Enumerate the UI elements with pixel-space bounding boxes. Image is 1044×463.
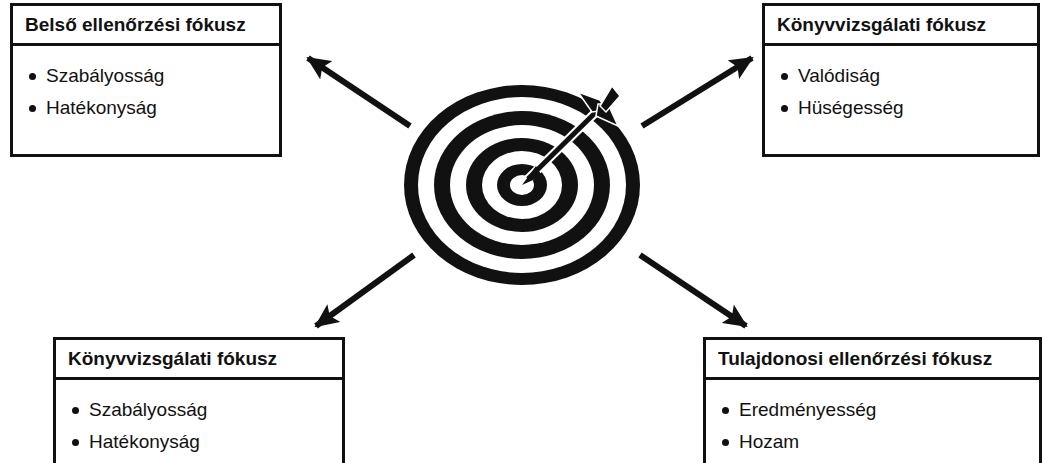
bullet-dot <box>72 439 79 446</box>
bullet-dot <box>29 73 36 80</box>
bullet-list: EredményességHozam <box>706 380 1039 463</box>
box-heading: Belső ellenőrzési fókusz <box>13 6 279 46</box>
bullet-dot <box>29 105 36 112</box>
bullet-item: Szabályosság <box>72 394 330 426</box>
focus-box: Belső ellenőrzési fókuszSzabályosságHaté… <box>10 3 282 157</box>
bullet-item: Hüségesség <box>781 92 1025 124</box>
bullet-list: SzabályosságHatékonyság <box>56 380 342 463</box>
bullet-dot <box>781 73 788 80</box>
bullet-item: Hatékonyság <box>72 426 330 458</box>
focus-box: Könyvvizsgálati fókuszSzabályosságHatéko… <box>53 337 345 463</box>
bullet-text: Eredményesség <box>739 394 876 426</box>
bullet-text: Szabályosság <box>46 60 164 92</box>
box-heading: Tulajdonosi ellenőrzési fókusz <box>706 340 1039 380</box>
bullet-item: Szabályosság <box>29 60 267 92</box>
bullet-text: Hatékonyság <box>89 426 200 458</box>
bullet-item: Eredményesség <box>722 394 1027 426</box>
bullet-text: Hatékonyság <box>46 92 157 124</box>
bullet-text: Szabályosság <box>89 394 207 426</box>
focus-box: Könyvvizsgálati fókuszValódiságHüségessé… <box>762 3 1040 157</box>
bullet-dot <box>722 407 729 414</box>
bullet-text: Hozam <box>739 426 799 458</box>
focus-box: Tulajdonosi ellenőrzési fókuszEredményes… <box>703 337 1042 463</box>
box-heading: Könyvvizsgálati fókusz <box>56 340 342 380</box>
bullet-text: Valódiság <box>798 60 880 92</box>
bullet-text: Hüségesség <box>798 92 904 124</box>
bullet-list: ValódiságHüségesség <box>765 46 1037 132</box>
box-heading: Könyvvizsgálati fókusz <box>765 6 1037 46</box>
bullet-dot <box>781 105 788 112</box>
bullet-list: SzabályosságHatékonyság <box>13 46 279 132</box>
bullet-dot <box>72 407 79 414</box>
bullet-item: Hatékonyság <box>29 92 267 124</box>
bullet-dot <box>722 439 729 446</box>
bullet-item: Hozam <box>722 426 1027 458</box>
bullet-item: Valódiság <box>781 60 1025 92</box>
